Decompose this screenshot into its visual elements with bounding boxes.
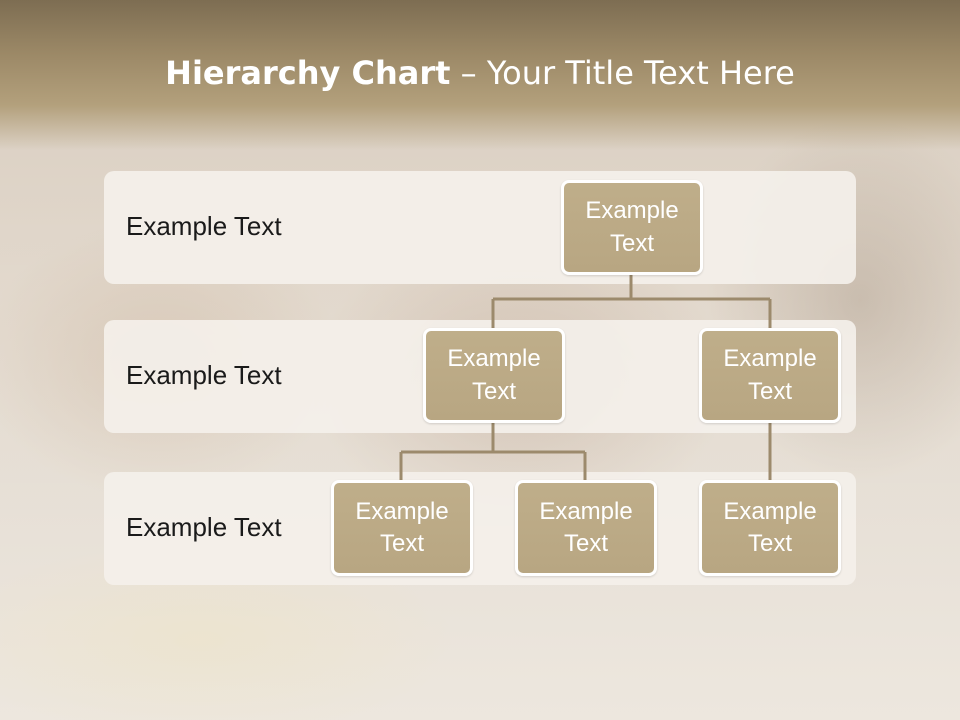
node-text-line1: Example <box>723 345 817 373</box>
title-rest: Your Title Text Here <box>486 54 795 92</box>
level-2-label[interactable]: Example Text <box>126 360 282 390</box>
node-text-line1: Example <box>447 345 541 373</box>
node-text-line2: Text <box>747 377 792 405</box>
node-text-line2: Text <box>379 530 424 557</box>
node-text-line2: Text <box>563 530 608 557</box>
title-separator: – <box>450 54 487 92</box>
node-text-line2: Text <box>747 530 792 557</box>
node-text-line2: Text <box>471 377 516 405</box>
level-1-label[interactable]: Example Text <box>126 211 282 241</box>
level-3-label[interactable]: Example Text <box>126 512 282 542</box>
node-text-line1: Example <box>723 497 817 525</box>
node-text-line2: Text <box>609 229 654 257</box>
node-text-line1: Example <box>539 497 633 525</box>
title-bold: Hierarchy Chart <box>165 54 451 92</box>
slide-title[interactable]: Hierarchy Chart – Your Title Text Here <box>0 54 960 92</box>
level-band-1: Example Text <box>104 171 856 284</box>
title-band <box>0 0 960 150</box>
node-text-line1: Example <box>585 197 679 225</box>
node-text-line1: Example <box>355 497 449 525</box>
